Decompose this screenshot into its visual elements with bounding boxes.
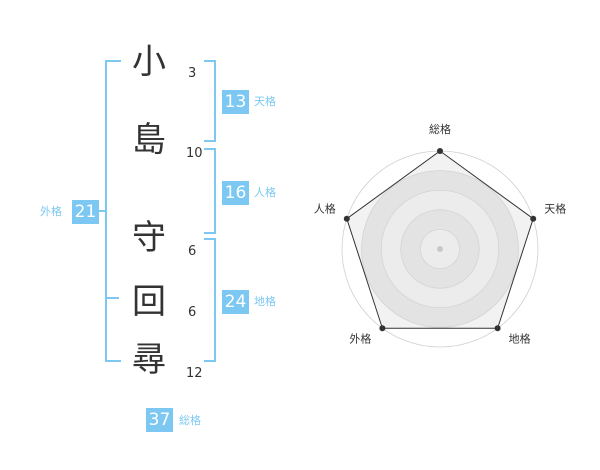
jinkaku-label: 人格 (254, 186, 276, 199)
tenkaku-bracket (204, 60, 216, 142)
jinkaku-badge: 16 (222, 181, 249, 205)
radar-series-polygon (346, 150, 534, 329)
gaikaku-connector (97, 210, 105, 212)
name-char-4: 回 (132, 282, 166, 322)
gaikaku-bracket (105, 60, 121, 362)
stroke-count-4: 6 (188, 305, 197, 320)
name-char-2: 島 (132, 120, 166, 160)
stroke-count-5: 12 (186, 366, 203, 381)
radar-axis-label-0: 総格 (429, 122, 451, 136)
radar-point-1 (530, 215, 537, 222)
radar-point-3 (379, 325, 386, 332)
chikaku-badge: 24 (222, 290, 249, 314)
name-char-3: 守 (132, 218, 166, 258)
stroke-count-3: 6 (188, 244, 197, 259)
name-char-5: 尋 (132, 340, 166, 380)
name-char-1: 小 (132, 42, 166, 82)
gaikaku-bracket-mid-tick (105, 297, 119, 299)
radar-center (437, 246, 443, 252)
radar-axis-label-2: 地格 (509, 331, 531, 345)
jinkaku-bracket (204, 148, 216, 234)
radar-axis-label-4: 人格 (314, 202, 336, 216)
chikaku-label: 地格 (254, 295, 276, 308)
stroke-count-2: 10 (186, 146, 203, 161)
radar-axis-label-1: 天格 (544, 202, 566, 216)
tenkaku-label: 天格 (254, 95, 276, 108)
radar-point-0 (437, 148, 443, 154)
soukaku-label: 総格 (179, 414, 201, 427)
chikaku-bracket (204, 238, 216, 362)
radar-point-2 (494, 325, 501, 332)
tenkaku-badge: 13 (222, 90, 249, 114)
radar-point-4 (343, 215, 350, 222)
stroke-count-1: 3 (188, 66, 197, 81)
gaikaku-label: 外格 (40, 205, 62, 218)
radar-grid (341, 150, 539, 348)
soukaku-badge: 37 (146, 408, 173, 432)
gaikaku-badge: 21 (72, 200, 99, 224)
radar-axis-label-3: 外格 (349, 331, 371, 345)
